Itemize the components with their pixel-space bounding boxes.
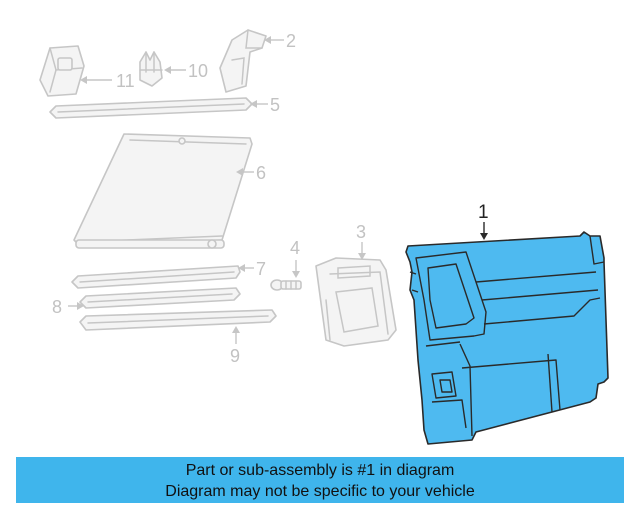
info-banner: Part or sub-assembly is #1 in diagram Di… [16,457,624,503]
leader-6 [236,168,254,176]
leader-5 [250,100,268,108]
leader-11 [80,76,112,84]
leader-8 [68,302,84,310]
callout-11: 11 [116,71,135,91]
leader-1 [480,222,488,240]
part-6-sunshade [73,133,253,249]
part-7-upper-track [71,265,241,289]
callout-1: 1 [478,202,489,223]
part-1-door-panel [405,231,609,445]
part-8-middle-track [79,287,241,309]
callout-5: 5 [270,95,280,115]
callout-7: 7 [256,259,266,279]
part-5-trim-strip [49,97,253,119]
callout-2: 2 [286,31,296,51]
leader-9 [232,326,240,344]
part-9-lower-track [79,309,277,331]
part-11-clip [39,45,85,97]
leader-4 [292,260,300,278]
callout-10: 10 [188,61,208,81]
part-2-bracket [219,29,267,93]
leader-3 [358,242,366,260]
callout-3: 3 [356,222,366,242]
banner-line-1: Part or sub-assembly is #1 in diagram [185,462,455,479]
callout-9: 9 [230,346,240,366]
part-10-pushpin [139,51,163,87]
leader-7 [238,264,254,272]
part-3-armrest-bin [315,257,397,347]
callout-8: 8 [52,297,62,317]
callout-6: 6 [256,163,266,183]
parts-diagram: 11 10 2 5 6 [39,29,609,445]
callout-4: 4 [290,238,300,258]
leader-2 [264,36,284,44]
banner-line-2: Diagram may not be specific to your vehi… [165,483,475,500]
part-4-bolt [270,279,302,291]
leader-10 [164,66,186,74]
